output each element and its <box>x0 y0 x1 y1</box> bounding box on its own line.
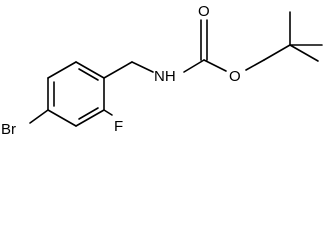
ring-double-bond <box>78 68 99 81</box>
ester-oxygen-label: O <box>229 68 241 85</box>
atom-labels: Br F NH O O <box>1 3 241 138</box>
benzene-ring <box>47 61 105 127</box>
fluorine-label: F <box>114 118 123 135</box>
methyl-bond <box>289 44 319 62</box>
o-c-tbutyl-bond <box>245 59 265 71</box>
nitrogen-label: NH <box>154 68 176 85</box>
ch2-n-bond <box>131 61 154 73</box>
ring-bond <box>75 61 105 79</box>
ring-bond <box>47 61 77 79</box>
chemical-structure-diagram: Br F NH O O <box>1 3 323 138</box>
c-f-bond <box>103 109 113 116</box>
c-o-ester-bond <box>203 59 227 72</box>
ring-bond <box>75 109 105 127</box>
ring-bond <box>47 109 77 127</box>
ring-double-bond <box>78 107 99 120</box>
carbonyl-oxygen-label: O <box>198 3 210 20</box>
ring-ch2-bond <box>103 61 133 79</box>
tbutyl-methyl-bond <box>263 44 291 61</box>
c-br-bond <box>29 109 49 124</box>
substituent-bonds <box>29 11 323 124</box>
n-c-bond <box>183 59 205 73</box>
bromine-label: Br <box>1 121 16 138</box>
